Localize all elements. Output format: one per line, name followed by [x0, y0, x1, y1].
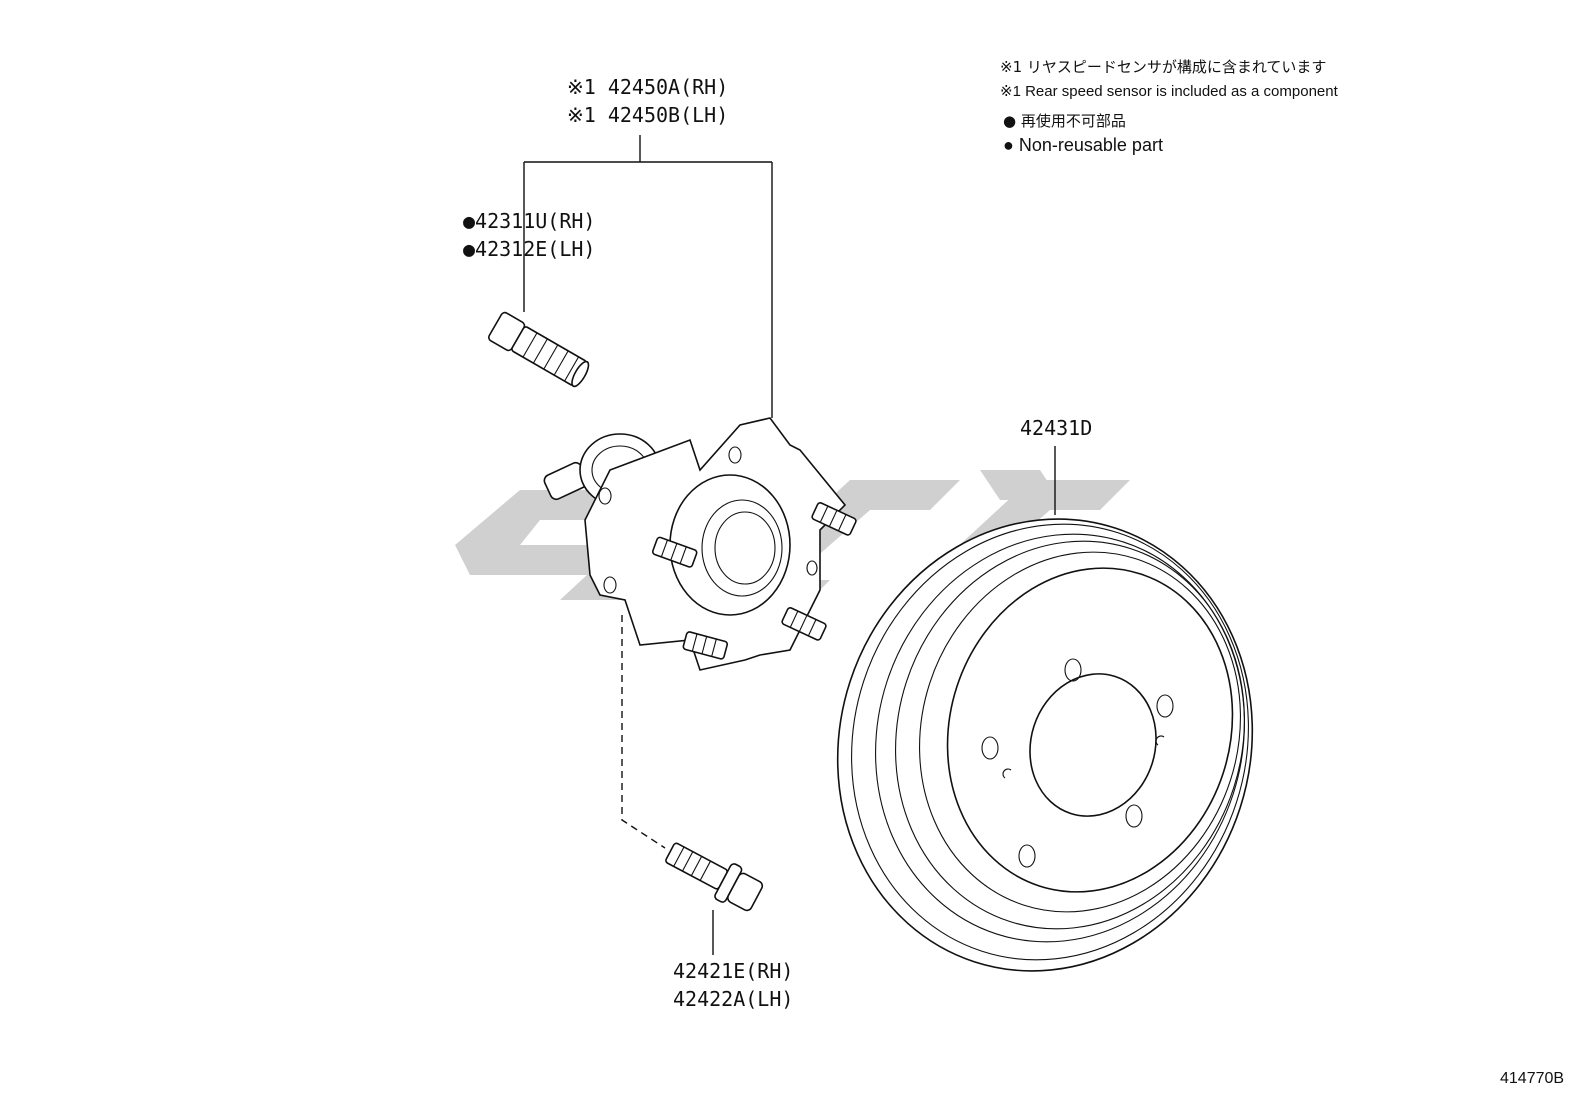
- note-nonreusable-en: ● Non-reusable part: [1003, 135, 1163, 155]
- label-bolt-rh: 42421E(RH): [673, 959, 793, 983]
- figure-id: 414770B: [1500, 1070, 1564, 1087]
- note-ref-en: ※1 Rear speed sensor is included as a co…: [1000, 83, 1339, 100]
- dashed-install-line: [621, 615, 666, 849]
- label-stud-rh: ●42311U(RH): [463, 209, 595, 233]
- hub-bolt-part: [488, 311, 590, 388]
- label-hub-lh: ※1 42450B(LH): [567, 103, 728, 127]
- note-nonreusable-jp: ● 再使用不可部品: [1003, 112, 1126, 130]
- note-ref-jp: ※1 リヤスピードセンサが構成に含まれています: [1000, 58, 1326, 76]
- label-stud-lh: ●42312E(LH): [463, 237, 595, 261]
- label-drum: 42431D: [1020, 416, 1092, 440]
- hub-leader-bracket: [523, 135, 773, 418]
- brake-drum-part: [836, 518, 1254, 972]
- mounting-bolt-part: [665, 842, 764, 912]
- axle-hub-assembly-part: [543, 417, 857, 671]
- label-hub-rh: ※1 42450A(RH): [567, 75, 728, 99]
- label-bolt-lh: 42422A(LH): [673, 987, 793, 1011]
